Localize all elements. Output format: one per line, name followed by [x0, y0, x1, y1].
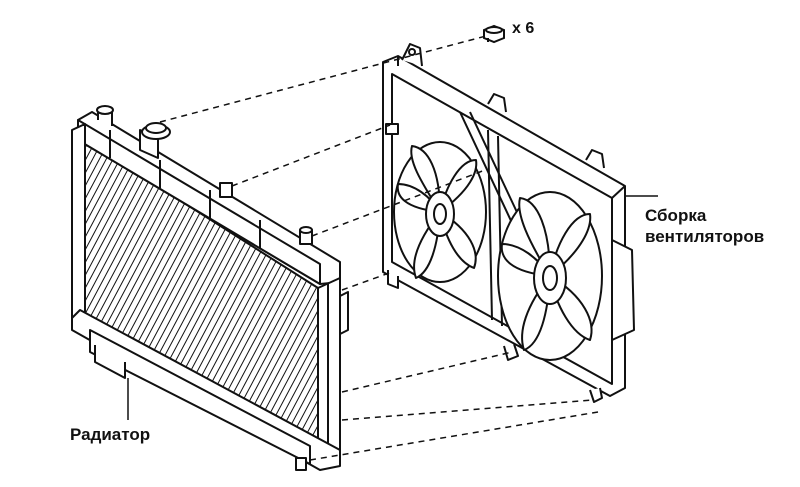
fan-assembly-label-line1: Сборка: [645, 206, 707, 225]
right-fan: [497, 191, 603, 361]
radiator-mount-peg: [219, 182, 313, 245]
radiator-label: Радиатор: [70, 425, 151, 444]
fan-assembly-label: Сборка вентиляторов: [645, 205, 764, 247]
bolt-icon: [483, 24, 505, 44]
left-fan: [393, 141, 487, 283]
fan-assembly: [382, 43, 635, 403]
radiator-cap: [139, 122, 171, 159]
fan-assembly-label-line2: вентиляторов: [645, 227, 765, 246]
radiator: [71, 105, 349, 471]
alignment-lines: [159, 35, 599, 461]
leader-lines: [127, 195, 658, 420]
bolt-quantity-label: x 6: [512, 20, 535, 37]
